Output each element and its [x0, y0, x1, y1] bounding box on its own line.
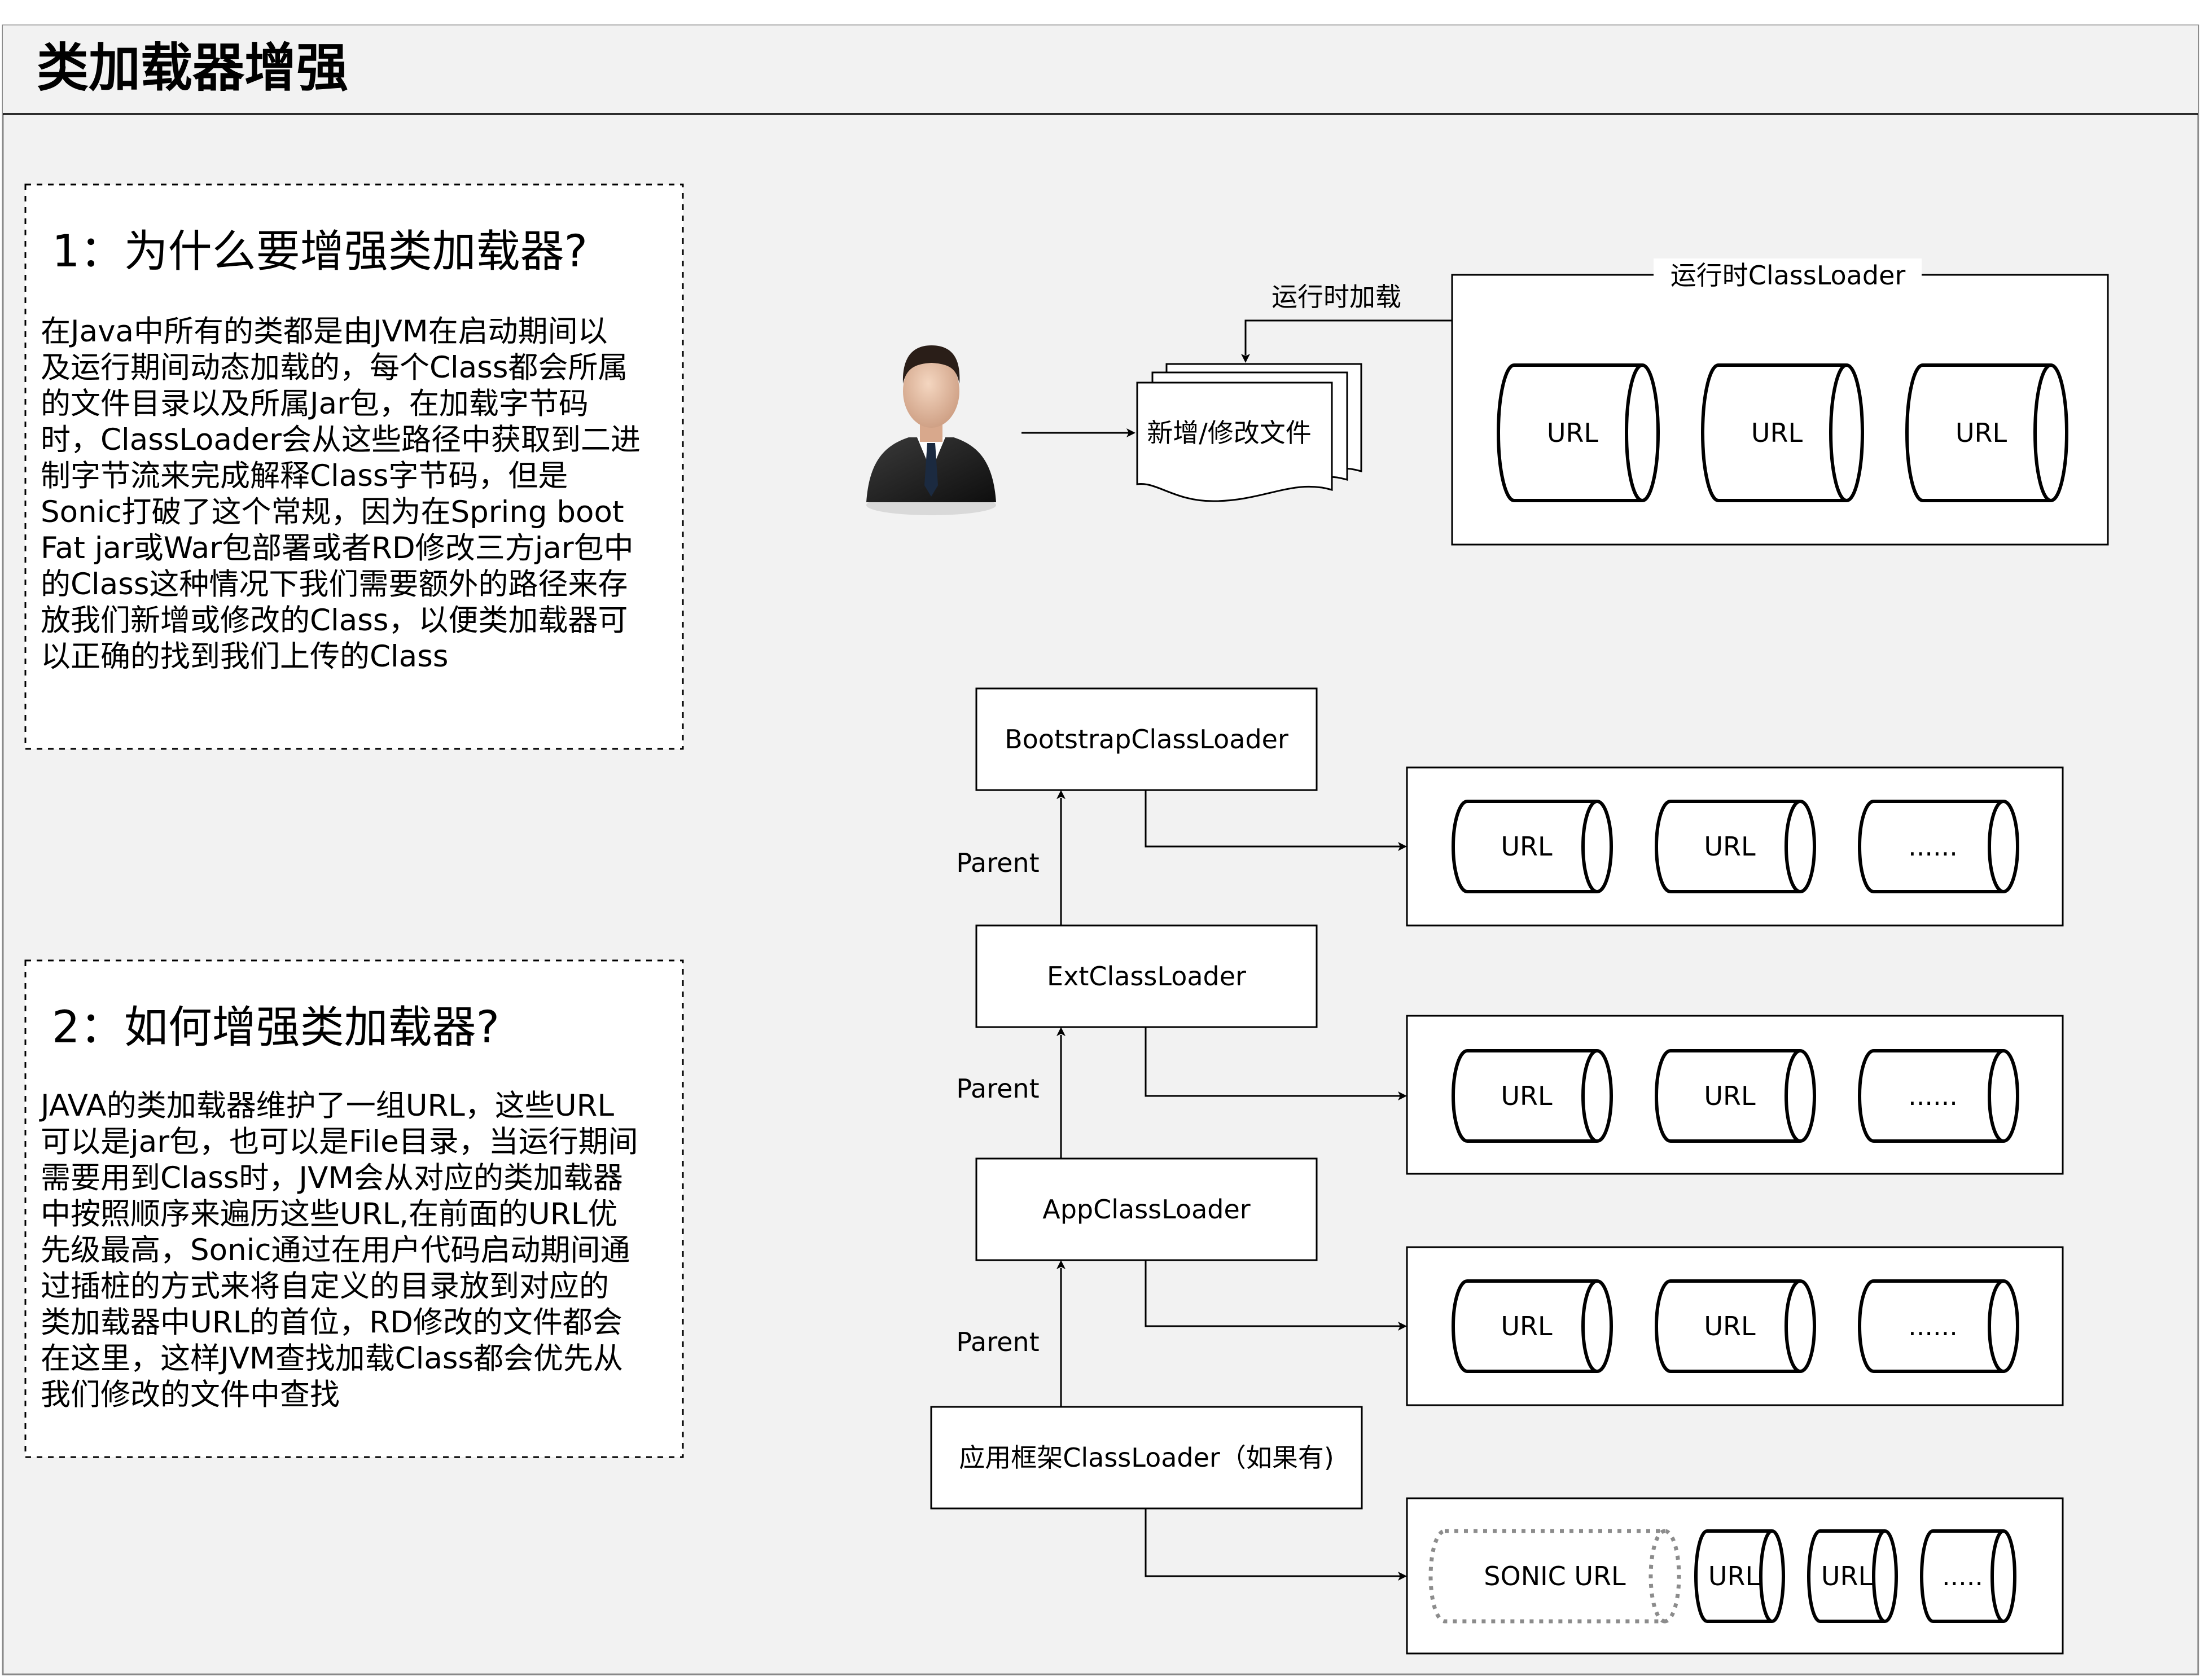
parent-label-bg: [951, 1074, 1050, 1108]
classloader-name: AppClassLoader: [1042, 1194, 1251, 1225]
sonic-url-cylinder: SONIC URL: [1428, 1529, 1681, 1624]
url-cylinder-label: URL: [1501, 831, 1553, 862]
url-cylinder-label: URL: [1704, 831, 1756, 862]
url-cylinder-label: URL: [1501, 1311, 1553, 1341]
arrowhead-runtime-load: [1241, 354, 1250, 363]
url-group-2: URL URL......: [1406, 1015, 2064, 1175]
runtime-url-cylinder-2-label: URL: [1751, 418, 1803, 448]
classloader-box: [975, 1157, 1318, 1261]
url-cylinder-label: ......: [1908, 1081, 1958, 1111]
section-1: 1：为什么要增强类加载器? 在Java中所有的类都是由JVM在启动期间以 及运行…: [24, 183, 684, 750]
runtime-load-label: 运行时加载: [1272, 282, 1401, 312]
runtime-classloader-group: 运行时ClassLoader URL URL URL: [1451, 258, 2109, 546]
arrow-runtime-load: [1244, 319, 1452, 356]
url-cylinder: URL: [1655, 1279, 1816, 1373]
parent-label: Parent: [956, 1327, 1039, 1357]
url-cylinder-label: URL: [1501, 1081, 1553, 1111]
classloader-name: ExtClassLoader: [1047, 961, 1246, 992]
classloader-box: [975, 687, 1318, 791]
parent-arrowhead: [1056, 1027, 1066, 1036]
url-cylinder: URL: [1694, 1529, 1785, 1623]
sonic-url-cylinder-label: SONIC URL: [1484, 1561, 1626, 1591]
url-cylinder: ......: [1858, 800, 2019, 893]
arrowhead-to-url-group: [1398, 1091, 1407, 1100]
classloader-name: BootstrapClassLoader: [1005, 724, 1288, 755]
arrow-to-url-group: [1145, 1508, 1400, 1577]
parent-link-1: Parent: [951, 790, 1066, 925]
url-cylinder-label: URL: [1704, 1081, 1756, 1111]
parent-link-3: Parent: [951, 1260, 1066, 1407]
classloader-box: [975, 924, 1318, 1028]
section-2-box: [24, 959, 684, 1458]
section-2-text: JAVA的类加载器维护了一组URL，这些URL 可以是jar包，也可以是File…: [39, 1089, 648, 1412]
arrowhead-user-to-files: [1126, 428, 1135, 437]
parent-arrowhead: [1056, 790, 1066, 799]
parent-label-bg: [951, 1327, 1050, 1361]
url-cylinder: ......: [1858, 1049, 2019, 1143]
parent-link-2: Parent: [951, 1027, 1066, 1159]
files-label: 新增/修改文件: [1147, 418, 1312, 448]
url-cylinder: ......: [1858, 1279, 2019, 1373]
section-2: 2：如何增强类加载器? JAVA的类加载器维护了一组URL，这些URL 可以是j…: [24, 959, 684, 1458]
arrowhead-to-url-group: [1398, 842, 1407, 851]
page-title: 类加载器增强: [37, 38, 348, 98]
url-cylinder: URL: [1452, 1279, 1613, 1373]
person-icon: [866, 345, 996, 515]
runtime-classloader-label: 运行时ClassLoader: [1671, 260, 1906, 291]
section-1-box: [24, 183, 684, 750]
url-cylinder: URL: [1807, 1529, 1898, 1623]
arrowhead-to-url-group: [1398, 1572, 1407, 1581]
arrow-to-url-group: [1145, 790, 1400, 848]
parent-label: Parent: [956, 1073, 1039, 1104]
url-cylinder-label: URL: [1821, 1561, 1873, 1591]
url-cylinder-label: ......: [1908, 831, 1958, 862]
url-group-4: SONIC URL URL URL.....: [1406, 1497, 2064, 1655]
url-cylinder: URL: [1452, 1049, 1613, 1143]
files-stack: 新增/修改文件: [1136, 363, 1362, 502]
section-2-heading: 2：如何增强类加载器?: [52, 1002, 499, 1053]
parent-arrowhead: [1056, 1260, 1066, 1269]
parent-label-bg: [951, 848, 1050, 882]
section-1-heading: 1：为什么要增强类加载器?: [52, 226, 587, 277]
url-cylinder: .....: [1920, 1529, 2016, 1623]
runtime-url-cylinder-1-label: URL: [1547, 418, 1599, 448]
url-cylinder-label: .....: [1942, 1561, 1983, 1591]
arrowhead-to-url-group: [1398, 1322, 1407, 1331]
url-cylinder-label: URL: [1704, 1311, 1756, 1341]
classloader-name: 应用框架ClassLoader（如果有): [959, 1442, 1334, 1473]
section-1-text: 在Java中所有的类都是由JVM在启动期间以 及运行期间动态加载的，每个Clas…: [41, 314, 650, 674]
runtime-url-cylinder-3: URL: [1905, 363, 2068, 502]
title-bar: [3, 25, 2198, 114]
runtime-url-cylinder-1: URL: [1497, 363, 1660, 502]
runtime-url-cylinder-3-label: URL: [1956, 418, 2007, 448]
url-cylinder: URL: [1452, 800, 1613, 893]
url-cylinder: URL: [1655, 800, 1816, 893]
url-group-3: URL URL......: [1406, 1246, 2064, 1406]
arrow-to-url-group: [1145, 1260, 1400, 1327]
classloader-4: 应用框架ClassLoader（如果有) SONIC URL URL URL.....: [930, 1406, 2064, 1655]
url-group-1: URL URL......: [1406, 766, 2064, 927]
arrow-to-url-group: [1145, 1027, 1400, 1097]
url-cylinder-label: ......: [1908, 1311, 1958, 1341]
url-cylinder: URL: [1655, 1049, 1816, 1143]
runtime-classloader-label-bg: [1654, 258, 1922, 292]
parent-label: Parent: [956, 848, 1039, 878]
runtime-url-cylinder-2: URL: [1701, 363, 1864, 502]
url-cylinder-label: URL: [1708, 1561, 1760, 1591]
